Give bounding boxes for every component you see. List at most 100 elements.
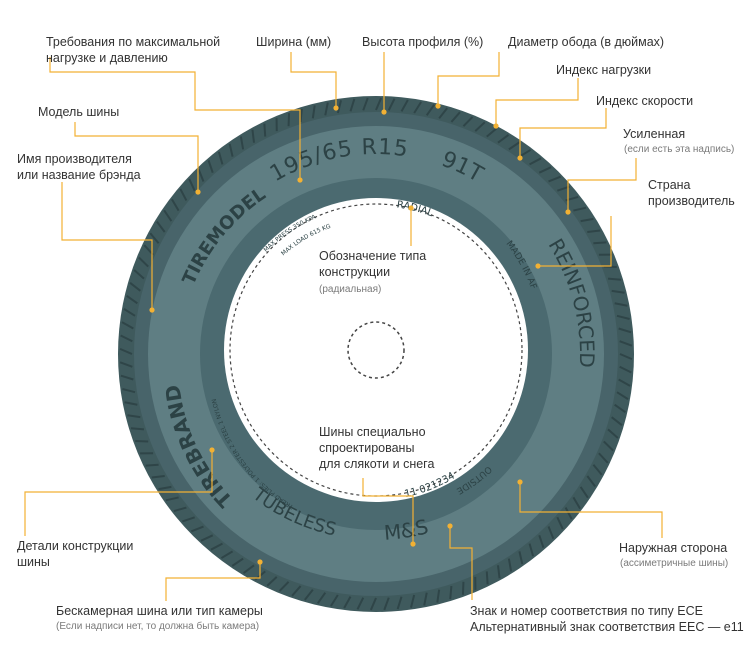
leader-dot: [447, 523, 453, 529]
label-details: Детали конструкции шины: [17, 539, 134, 569]
label-width: Ширина (мм): [256, 35, 332, 49]
leader-rim: [437, 52, 500, 106]
leader-dot: [565, 209, 571, 215]
tread-groove: [497, 565, 501, 579]
tread-groove: [369, 597, 377, 611]
tread-groove: [400, 99, 409, 112]
tread-groove: [165, 496, 179, 502]
tread-groove: [547, 526, 555, 539]
leader-dot: [535, 263, 541, 269]
tread-groove: [210, 542, 223, 551]
tread-groove: [603, 440, 614, 452]
tread-groove: [614, 403, 626, 414]
label-brand: Имя производителя или название брэнда: [17, 152, 141, 182]
tread-groove: [127, 414, 141, 419]
tread-groove: [119, 361, 133, 368]
tread-groove: [383, 597, 390, 611]
tread-groove: [291, 585, 302, 597]
tread-groove: [207, 160, 214, 173]
tread-groove: [182, 516, 195, 523]
tread-groove: [450, 111, 461, 123]
tread-groove: [349, 98, 356, 112]
leader-dot: [517, 479, 523, 485]
tread-groove: [611, 289, 625, 294]
label-max-load: Требования по максимальной нагрузке и да…: [46, 35, 221, 65]
tread-groove: [122, 388, 136, 394]
leader-country: [538, 216, 612, 267]
tread-groove: [607, 277, 622, 281]
tread-groove: [586, 475, 596, 488]
leader-dot: [297, 177, 303, 183]
leader-dot: [381, 109, 387, 115]
tread-groove: [263, 123, 267, 137]
tread-groove: [618, 378, 631, 387]
tread-groove: [133, 269, 145, 280]
leader-reinforced: [567, 158, 637, 212]
tread-groove: [538, 166, 552, 174]
label-construction-type: Обозначение типа конструкции: [319, 249, 427, 279]
tread-groove: [564, 507, 573, 520]
leader-dot: [257, 559, 263, 565]
tread-groove: [362, 97, 369, 111]
tread-groove: [425, 104, 436, 116]
leader-ece: [449, 526, 473, 600]
tread-groove: [619, 365, 632, 374]
tread-groove: [449, 585, 453, 600]
tread-groove: [486, 127, 498, 138]
tread-groove: [592, 464, 603, 476]
tread-groove: [507, 558, 513, 572]
label-reinforced-note: (если есть эта надпись): [624, 144, 735, 155]
label-outside-note: (ассиметричные шины): [620, 558, 729, 569]
tread-groove: [387, 98, 396, 111]
tread-groove: [231, 557, 244, 567]
tread-groove: [616, 314, 630, 320]
label-construction-type-note: (радиальная): [319, 284, 382, 295]
tread-groove: [410, 594, 416, 608]
tread-groove: [336, 100, 342, 114]
tread-groove: [616, 391, 629, 400]
tire-rim-opening: [224, 198, 528, 502]
tread-groove: [572, 496, 581, 510]
tread-groove: [607, 428, 619, 439]
tread-groove: [598, 452, 609, 464]
tread-groove: [396, 596, 403, 610]
tread-groove: [619, 340, 633, 347]
leader-load-index: [495, 78, 579, 126]
tread-groove: [123, 308, 136, 317]
tread-groove: [171, 198, 180, 212]
tread-groove: [619, 353, 633, 361]
tread-groove: [611, 416, 623, 426]
label-reinforced: Усиленная: [623, 127, 686, 141]
tread-groove: [156, 220, 166, 233]
leader-max-load: [49, 57, 301, 180]
leader-dot: [408, 205, 414, 211]
leader-outside: [519, 482, 663, 538]
tread-groove: [266, 576, 278, 587]
tread-groove: [413, 101, 422, 114]
tread-groove: [508, 141, 521, 151]
hub-dashed-outline: [347, 321, 405, 379]
label-tubeless: Бескамерная шина или тип камеры: [56, 604, 263, 618]
tread-groove: [188, 178, 196, 192]
tread-groove: [538, 535, 545, 548]
tread-groove: [120, 334, 133, 343]
tread-groove: [528, 543, 535, 557]
tread-groove: [316, 592, 327, 604]
leader-dot: [517, 155, 523, 161]
tread-groove: [356, 597, 365, 610]
tread-groove: [579, 486, 589, 499]
tread-groove: [548, 175, 561, 183]
tread-groove: [251, 129, 255, 143]
tread-groove: [158, 485, 172, 491]
tread-groove: [197, 169, 205, 182]
tread-groove: [324, 102, 329, 116]
label-rim: Диаметр обода (в дюймах): [508, 35, 665, 49]
tread-groove: [618, 327, 632, 334]
tread-groove: [120, 374, 134, 381]
tread-groove: [220, 550, 234, 559]
leader-width: [290, 52, 337, 108]
label-country: Страна производитель: [648, 178, 735, 208]
tread-groove: [217, 151, 224, 165]
leader-dot: [209, 447, 215, 453]
